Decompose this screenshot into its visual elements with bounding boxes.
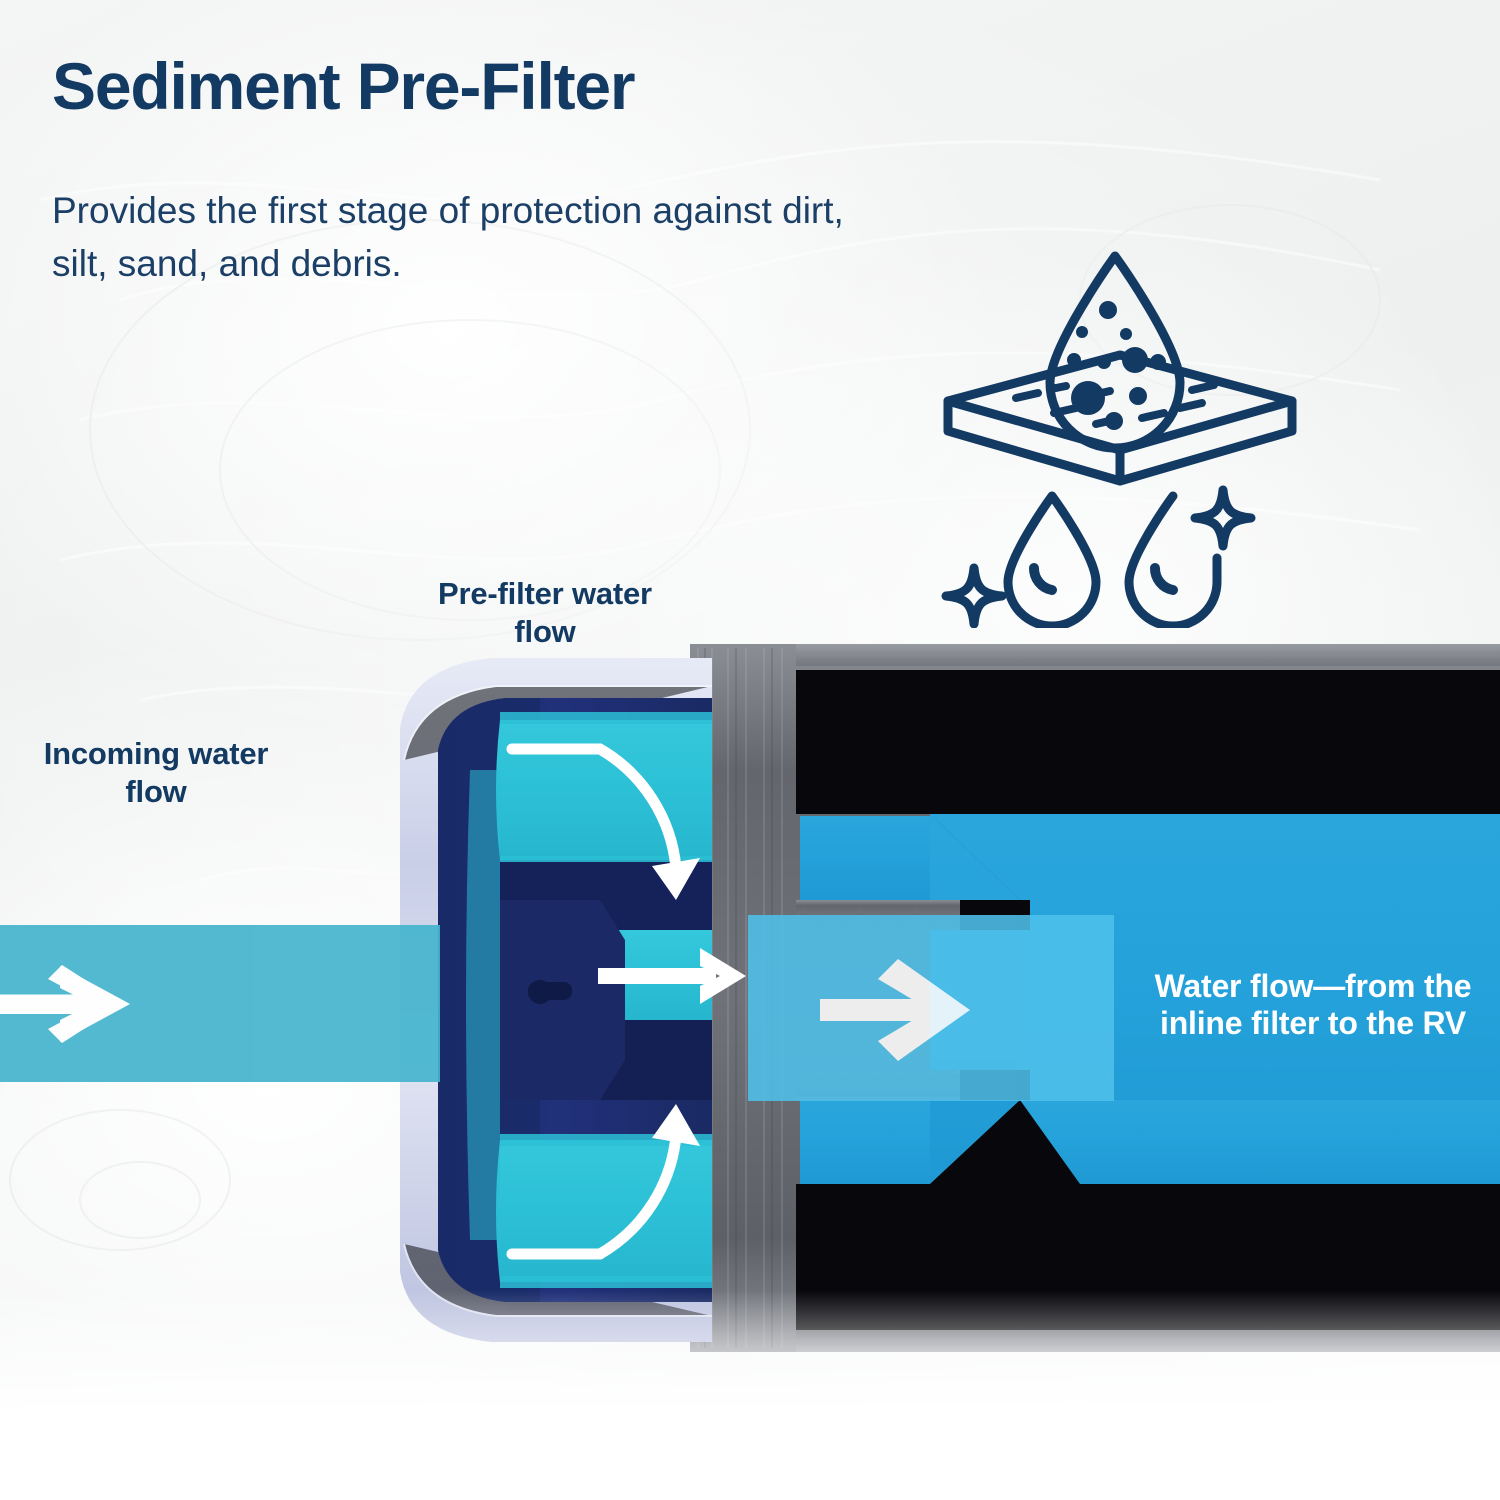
filter-membrane-icon [941,251,1297,628]
media-flow-arrow-small [598,948,746,1004]
page-subtitle: Provides the first stage of protection a… [52,190,844,284]
housing-interior-chambers [795,670,1500,1330]
midstream-water-flow-band [748,915,1114,1101]
filter-media-core [466,712,712,1288]
incoming-flow-arrow-icon [0,965,130,1043]
prefilter-flow-arrows [506,743,682,1260]
background-bottom-fade [0,1290,1500,1500]
callout-outgoing-flow: Water flow—from the inline filter to the… [1154,968,1472,1042]
page-title: Sediment Pre-Filter [52,49,636,123]
prefilter-flow-arrowheads [652,858,700,1146]
callout-prefilter-flow: Pre-filter water flow [438,576,652,649]
callout-incoming-flow: Incoming water flow [43,736,269,809]
midstream-flow-arrow-icon [820,959,970,1061]
incoming-water-flow-band [0,925,440,1082]
